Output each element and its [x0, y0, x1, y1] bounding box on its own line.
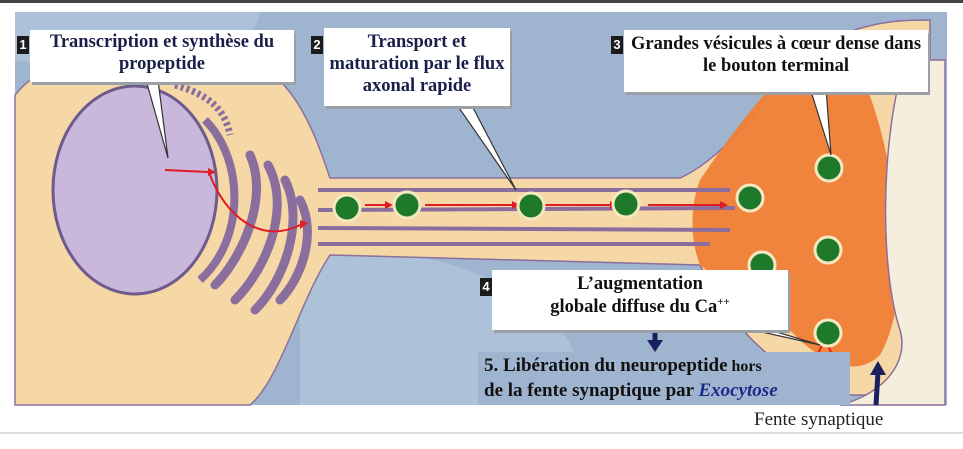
synaptic-cleft-label: Fente synaptique [754, 409, 884, 430]
step-2-callout: Transport et maturation par le flux axon… [324, 28, 510, 106]
step-1-callout: Transcription et synthèse du propeptide [30, 30, 294, 82]
vesicle [813, 235, 843, 265]
step-1-number: 1 [17, 36, 29, 54]
step-2-number: 2 [311, 36, 323, 54]
vesicle [611, 189, 641, 219]
step-3-callout: Grandes vésicules à cœur dense dans le b… [624, 30, 928, 92]
step-5-line2: de la fente synaptique par [484, 380, 699, 401]
nucleus [51, 84, 219, 296]
top-border [0, 0, 963, 3]
step-4-number: 4 [480, 278, 492, 296]
step-4-label-line2: globale diffuse du Ca [550, 296, 718, 317]
step-5-line1-small: hors [727, 358, 762, 375]
step-3-number: 3 [611, 36, 623, 54]
postsynaptic-membrane [839, 59, 946, 406]
vesicle [813, 318, 843, 348]
dense-core-vesicles [332, 153, 844, 348]
vesicle [392, 190, 422, 220]
vesicle [814, 153, 844, 183]
golgi-stacks [210, 150, 312, 315]
step-1-label: Transcription et synthèse du propeptide [49, 32, 275, 74]
calcium-charge: ++ [717, 295, 730, 308]
vesicle [332, 193, 362, 223]
step-2-label: Transport et maturation par le flux axon… [329, 32, 505, 96]
vesicle [516, 191, 546, 221]
synaptic-arrow [873, 371, 881, 406]
vesicle [735, 183, 765, 213]
step-5-text: 5. Libération du neuropeptide hors de la… [478, 352, 850, 405]
step-5-line1: 5. Libération du neuropeptide [484, 355, 728, 376]
exocytose-label: Exocytose [698, 380, 778, 401]
bottom-border [0, 432, 963, 434]
step-3-label: Grandes vésicules à cœur dense dans le b… [630, 34, 922, 76]
step-4-callout: L’augmentation globale diffuse du Ca++ [492, 270, 788, 330]
step-4-label-line1: L’augmentation [577, 274, 703, 294]
